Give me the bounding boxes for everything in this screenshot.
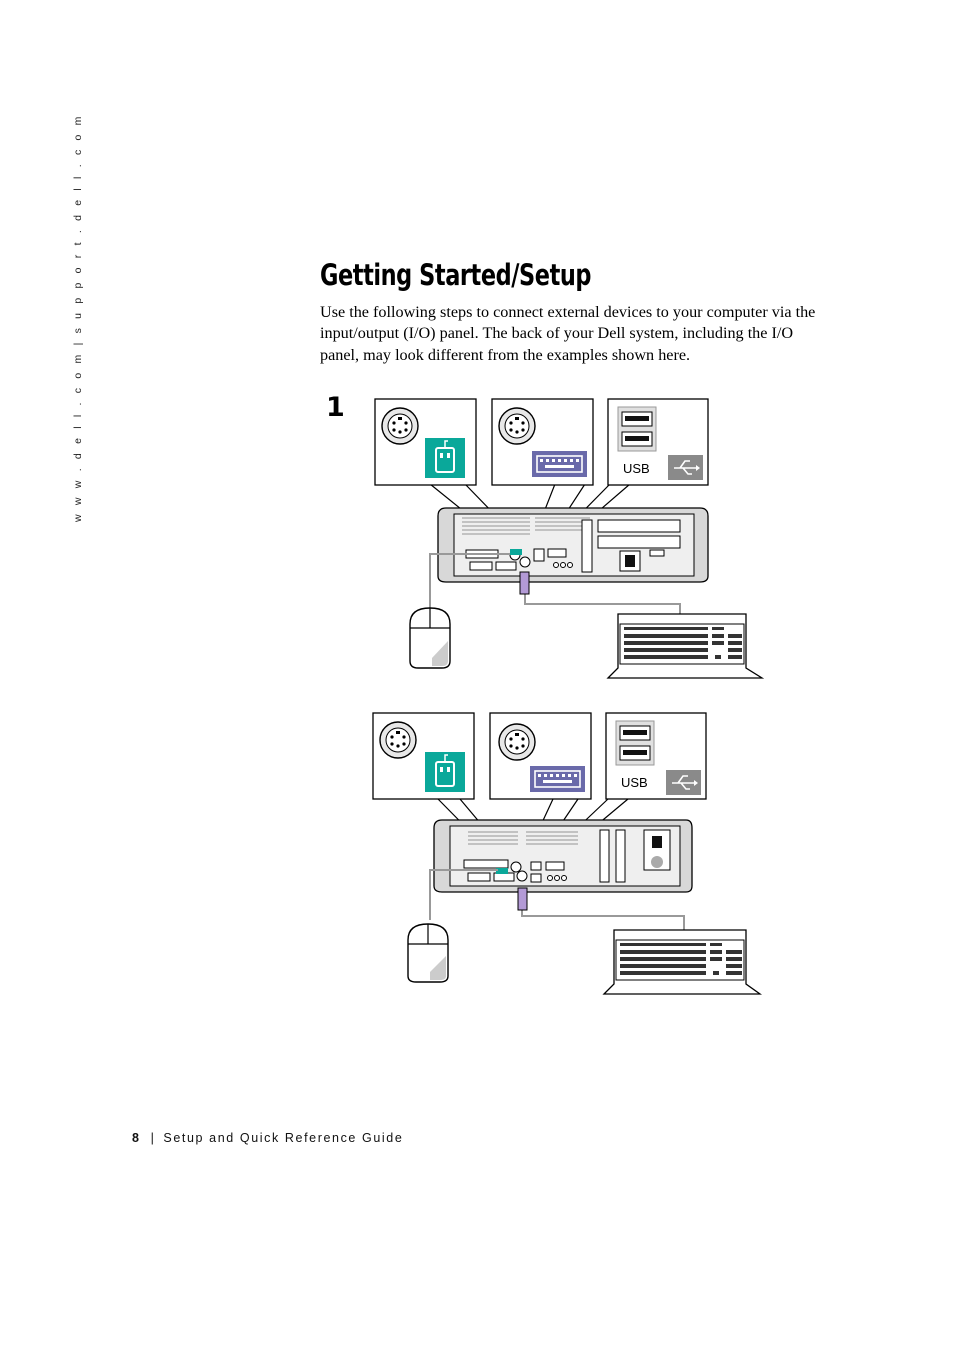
keyboard-symbol-icon: [530, 766, 585, 792]
ps2-port-icon: [381, 407, 419, 445]
keyboard-plug: [519, 571, 530, 595]
cables: [429, 553, 681, 614]
guide-title: Setup and Quick Reference Guide: [163, 1131, 404, 1145]
cables: [429, 869, 685, 930]
page-title: Getting Started/Setup: [320, 258, 592, 292]
mouse-device: [407, 923, 449, 983]
footer-separator: |: [150, 1131, 156, 1145]
usb-port-icon: [617, 406, 657, 452]
keyboard-symbol-icon: [532, 451, 587, 477]
page-number: 8: [132, 1131, 141, 1145]
step-number: 1: [326, 392, 345, 423]
usb-symbol-icon: [668, 455, 703, 480]
computer-back-panel: [437, 507, 709, 583]
keyboard-port-callout: [491, 398, 594, 486]
mouse-symbol-icon: [425, 438, 465, 478]
usb-label: USB: [621, 775, 648, 790]
usb-label: USB: [623, 461, 650, 476]
connection-figure-2: USB: [372, 712, 762, 995]
keyboard-device: [606, 613, 764, 679]
ps2-port-icon: [498, 407, 536, 445]
side-url-text: w w w . d e l l . c o m | s u p p o r t …: [72, 113, 84, 522]
ps2-port-icon: [379, 721, 417, 759]
side-url: w w w . d e l l . c o m | s u p p o r t …: [62, 113, 92, 522]
mouse-port-callout: [374, 398, 477, 486]
page-footer: 8 | Setup and Quick Reference Guide: [132, 1131, 403, 1145]
keyboard-device: [602, 929, 762, 995]
mouse-device: [409, 607, 451, 669]
connection-figure-1: USB: [374, 398, 764, 679]
keyboard-port-callout: [489, 712, 592, 800]
usb-symbol-icon: [666, 770, 701, 795]
ps2-port-icon: [498, 723, 536, 761]
usb-port-icon: [615, 720, 655, 766]
intro-paragraph: Use the following steps to connect exter…: [320, 303, 816, 364]
mouse-symbol-icon: [425, 752, 465, 792]
computer-back-panel: [433, 819, 693, 893]
usb-port-callout: USB: [605, 712, 707, 800]
keyboard-plug: [517, 887, 528, 911]
usb-port-callout: USB: [607, 398, 709, 486]
mouse-port-callout: [372, 712, 475, 800]
